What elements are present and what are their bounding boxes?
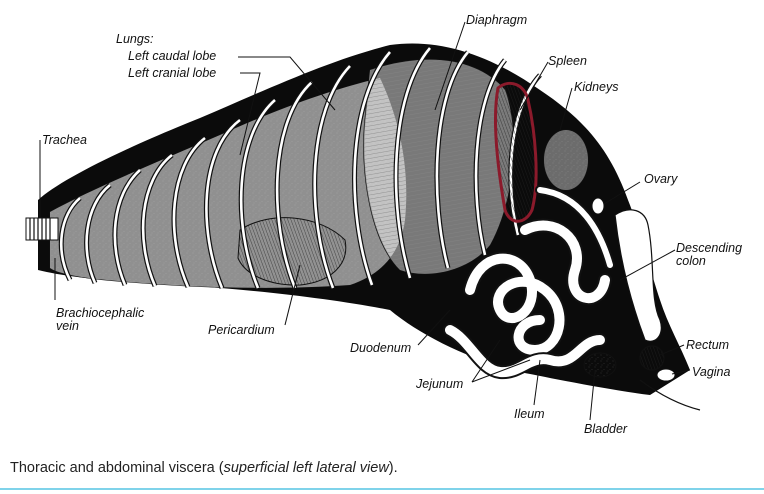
figure-caption: Thoracic and abdominal viscera (superfic…: [10, 460, 398, 476]
label-diaphragm: Diaphragm: [466, 13, 528, 27]
label-kidneys: Kidneys: [574, 80, 619, 94]
caption-text-after: ).: [388, 460, 398, 476]
label-pericardium: Pericardium: [208, 323, 275, 337]
label-vagina: Vagina: [692, 365, 731, 379]
rectum-shape: [639, 345, 665, 371]
label-brachiocephalic: Brachiocephalic: [56, 306, 145, 320]
pelvis: [614, 209, 662, 342]
label-lungs: Lungs:: [116, 32, 154, 46]
label-ileum: Ileum: [514, 407, 545, 421]
anatomy-illustration: [25, 21, 701, 421]
label-duodenum: Duodenum: [350, 341, 412, 355]
spleen-shape: [494, 81, 538, 223]
label-colon: colon: [676, 254, 706, 268]
label-trachea: Trachea: [42, 133, 87, 147]
caption-italic: superficial left lateral view: [223, 460, 389, 476]
bottom-rule: [0, 488, 764, 490]
trachea-shape: [25, 217, 59, 241]
label-vein: vein: [56, 319, 79, 333]
label-left-caudal-lobe: Left caudal lobe: [128, 49, 217, 63]
label-spleen: Spleen: [548, 54, 587, 68]
label-descending: Descending: [676, 241, 743, 255]
intestines: [443, 185, 615, 380]
bladder-shape: [583, 352, 617, 378]
kidney-shape: [543, 129, 589, 191]
label-bladder: Bladder: [584, 422, 628, 436]
leader-lines: [39, 21, 691, 421]
caption-text-before: Thoracic and abdominal viscera (: [10, 460, 224, 476]
label-rectum: Rectum: [686, 338, 730, 352]
label-jejunum: Jejunum: [416, 377, 464, 391]
label-left-cranial-lobe: Left cranial lobe: [128, 66, 217, 80]
vagina-shape: [656, 368, 676, 382]
label-ovary: Ovary: [644, 172, 678, 186]
ovary-shape: [591, 197, 605, 215]
